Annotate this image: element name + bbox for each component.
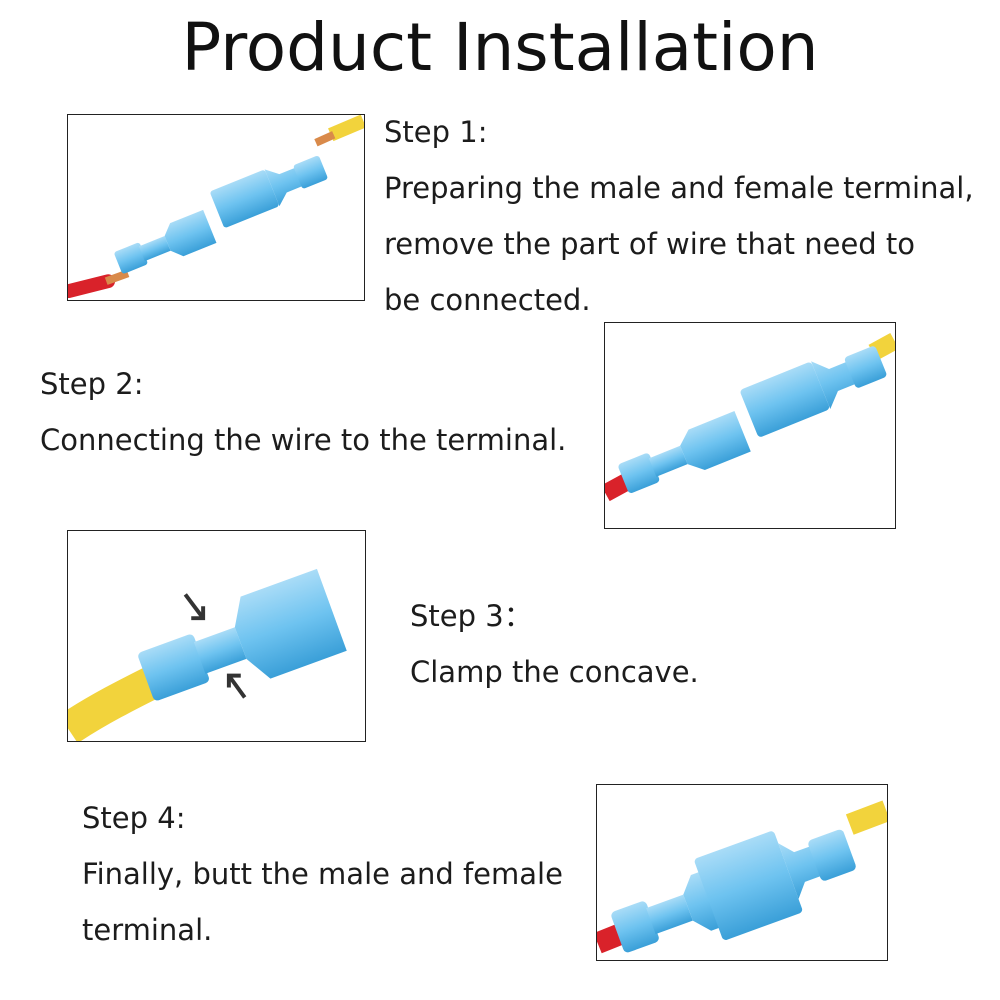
page-title: Product Installation [181, 9, 819, 86]
step-4-line-2: terminal. [82, 913, 213, 947]
step-1-line-2: remove the part of wire that need to [384, 227, 916, 261]
step-3-text: Step 3： Clamp the concave. [410, 588, 699, 700]
step-2-label: Step 2: [40, 367, 144, 401]
clamp-arrow-top-icon [183, 593, 206, 621]
step-3-line-1: Clamp the concave. [410, 655, 699, 689]
step-4-line-1: Finally, butt the male and female [82, 857, 563, 891]
step-4-image [596, 784, 888, 961]
step-2-illustration [605, 333, 895, 502]
clamp-arrow-bottom-icon [226, 673, 247, 699]
step-4-label: Step 4: [82, 801, 186, 835]
step-4-illustration [597, 800, 887, 954]
step-2-line-1: Connecting the wire to the terminal. [40, 423, 567, 457]
step-1-line-1: Preparing the male and female terminal, [384, 171, 974, 205]
step-3-label: Step 3： [410, 599, 533, 633]
step-2-image [604, 322, 896, 529]
step-4-text: Step 4: Finally, butt the male and femal… [82, 790, 563, 958]
step-3-illustration [68, 568, 347, 741]
step-2-text: Step 2: Connecting the wire to the termi… [40, 356, 566, 468]
step-1-line-3: be connected. [384, 283, 591, 317]
step-1-label: Step 1: [384, 115, 488, 149]
step-1-image [67, 114, 365, 301]
step-1-text: Step 1: Preparing the male and female te… [384, 104, 974, 328]
step-1-illustration [68, 115, 364, 299]
step-3-image [67, 530, 366, 742]
